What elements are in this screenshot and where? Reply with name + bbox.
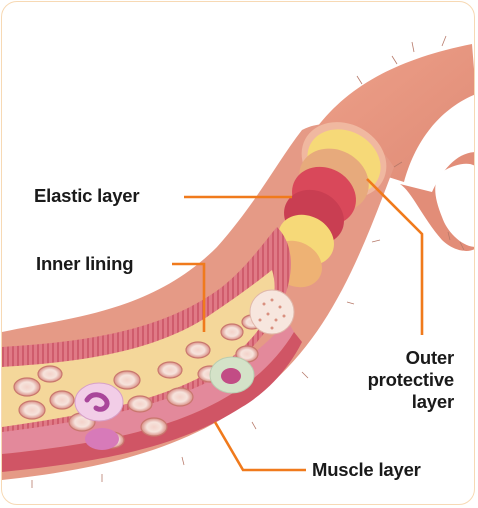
leader-muscle (215, 422, 306, 470)
label-muscle-layer: Muscle layer (312, 459, 421, 481)
label-outer-line-3: layer (332, 391, 454, 413)
label-elastic-layer: Elastic layer (34, 185, 139, 207)
label-outer-protective-layer: Outer protective layer (332, 347, 454, 413)
label-outer-line-2: protective (332, 369, 454, 391)
label-inner-lining: Inner lining (36, 253, 133, 275)
label-outer-line-1: Outer (332, 347, 454, 369)
